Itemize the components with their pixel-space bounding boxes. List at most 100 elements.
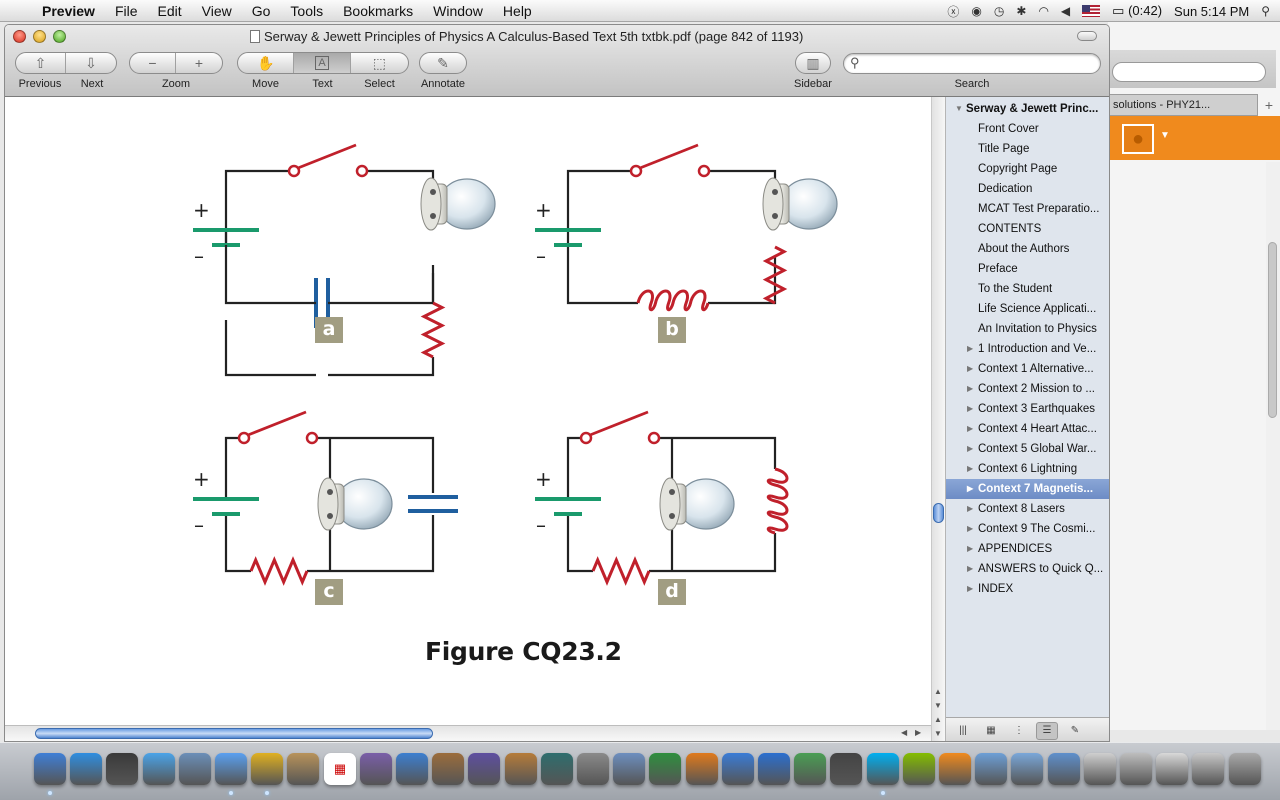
background-search-field[interactable] <box>1112 62 1266 82</box>
menu-bookmarks[interactable]: Bookmarks <box>343 2 414 19</box>
scroll-down-arrow-icon-2[interactable]: ▼ <box>934 729 942 738</box>
outline-item[interactable]: ▶INDEX <box>946 579 1109 599</box>
sidebar-toggle-button[interactable]: ▥ <box>796 53 830 73</box>
text-tool-button[interactable]: A <box>294 53 351 73</box>
bluetooth-icon[interactable]: ✱ <box>1016 4 1027 18</box>
thumbnails-view-icon[interactable]: ||| <box>959 725 967 736</box>
highlight-view-icon[interactable]: ✎ <box>1070 725 1080 736</box>
contact-sheet-view-icon[interactable]: ▦ <box>986 725 996 736</box>
safari-icon[interactable] <box>143 753 175 785</box>
outline-item[interactable]: An Invitation to Physics <box>946 319 1109 339</box>
outline-item[interactable]: ▶Context 5 Global War... <box>946 439 1109 459</box>
time-machine-icon[interactable] <box>541 753 573 785</box>
outline-item[interactable]: About the Authors <box>946 239 1109 259</box>
expand-icon[interactable]: ⋮ <box>1014 725 1024 736</box>
bluetooth-file-icon[interactable]: ◉ <box>971 4 982 18</box>
system-preferences-icon[interactable] <box>577 753 609 785</box>
battery-status[interactable]: ▭ (0:42) <box>1112 3 1162 19</box>
menu-view[interactable]: View <box>201 2 232 19</box>
garageband-icon[interactable] <box>505 753 537 785</box>
messenger-icon[interactable] <box>794 753 826 785</box>
documents-folder-icon[interactable] <box>1011 753 1043 785</box>
minimize-window-button[interactable] <box>33 30 46 43</box>
outline-item[interactable]: ▶Context 4 Heart Attac... <box>946 419 1109 439</box>
applications-folder-icon[interactable] <box>975 753 1007 785</box>
document-vertical-scrollbar[interactable]: ▲ ▼ ▲ ▼ <box>931 97 945 741</box>
next-button[interactable]: ⇩ <box>66 53 116 73</box>
disclosure-closed-icon[interactable]: ▶ <box>967 424 974 433</box>
close-circle-status-icon[interactable]: ⓧ <box>947 4 960 19</box>
move-tool-button[interactable]: ✋ <box>238 53 295 73</box>
menu-clock[interactable]: Sun 5:14 PM <box>1174 3 1250 19</box>
new-tab-button[interactable]: + <box>1264 97 1274 113</box>
disclosure-closed-icon[interactable]: ▶ <box>967 444 974 453</box>
itunes-icon[interactable] <box>396 753 428 785</box>
menu-app-name[interactable]: Preview <box>42 2 95 19</box>
spotify-icon[interactable] <box>903 753 935 785</box>
disclosure-closed-icon[interactable]: ▶ <box>967 364 974 373</box>
iphoto-icon[interactable] <box>432 753 464 785</box>
word-icon[interactable] <box>758 753 790 785</box>
wifi-icon[interactable]: ◠ <box>1038 4 1049 18</box>
menu-tools[interactable]: Tools <box>290 2 324 19</box>
input-source-flag-icon[interactable] <box>1082 5 1101 17</box>
outline-item[interactable]: ▶Context 7 Magnetis... <box>946 479 1109 499</box>
time-machine-status-icon[interactable]: ◷ <box>993 4 1005 18</box>
disclosure-closed-icon[interactable]: ▶ <box>967 544 974 553</box>
preview-icon[interactable] <box>179 753 211 785</box>
photo-booth-icon[interactable] <box>830 753 862 785</box>
disclosure-closed-icon[interactable]: ▶ <box>967 484 974 493</box>
outline-item[interactable]: ▶ANSWERS to Quick Q... <box>946 559 1109 579</box>
vertical-scroll-thumb[interactable] <box>933 503 944 523</box>
outline-item[interactable]: ▼Serway & Jewett Princ... <box>946 99 1109 119</box>
tex-icon[interactable] <box>613 753 645 785</box>
messages-icon[interactable] <box>215 753 247 785</box>
skype-icon[interactable] <box>867 753 899 785</box>
disclosure-closed-icon[interactable]: ▶ <box>967 524 974 533</box>
scroll-right-arrow-icon[interactable]: ▶ <box>915 728 922 737</box>
trash-icon[interactable] <box>1229 753 1261 785</box>
outline-item[interactable]: Life Science Applicati... <box>946 299 1109 319</box>
zoom-out-button[interactable]: − <box>130 53 177 73</box>
stack-icon[interactable] <box>1084 753 1116 785</box>
disclosure-closed-icon[interactable]: ▶ <box>967 584 974 593</box>
menu-window[interactable]: Window <box>433 2 483 19</box>
zoom-window-button[interactable] <box>53 30 66 43</box>
background-scrollbar[interactable] <box>1266 162 1280 730</box>
profile-avatar-icon[interactable]: ● <box>1122 124 1154 154</box>
outline-item[interactable]: ▶APPENDICES <box>946 539 1109 559</box>
search-input[interactable] <box>843 53 1101 74</box>
disclosure-closed-icon[interactable]: ▶ <box>967 384 974 393</box>
imovie-icon[interactable] <box>468 753 500 785</box>
background-tab[interactable]: solutions - PHY21... <box>1108 94 1258 116</box>
volume-icon[interactable]: ◀ <box>1060 4 1071 18</box>
outline-item[interactable]: MCAT Test Preparatio... <box>946 199 1109 219</box>
outline-view-icon[interactable]: ☰ <box>1036 721 1058 740</box>
calendar-icon[interactable]: ▦ <box>324 753 356 785</box>
outline-item[interactable]: ▶Context 6 Lightning <box>946 459 1109 479</box>
menu-edit[interactable]: Edit <box>157 2 182 19</box>
vlc-icon[interactable] <box>939 753 971 785</box>
horizontal-scroll-thumb[interactable] <box>35 728 433 739</box>
scroll-left-arrow-icon[interactable]: ◀ <box>901 728 908 737</box>
disclosure-closed-icon[interactable]: ▶ <box>967 564 974 573</box>
document-horizontal-scrollbar[interactable]: ◀ ▶ <box>5 725 931 741</box>
close-window-button[interactable] <box>13 30 26 43</box>
outline-item[interactable]: ▶Context 3 Earthquakes <box>946 399 1109 419</box>
chrome-icon[interactable] <box>251 753 283 785</box>
background-scroll-thumb[interactable] <box>1268 242 1277 418</box>
pdf-page[interactable]: +–+–+–+– a b c d Figure CQ23.2 <box>5 97 931 725</box>
doc-stack-icon[interactable] <box>1156 753 1188 785</box>
downloads-folder-icon[interactable] <box>1048 753 1080 785</box>
disclosure-closed-icon[interactable]: ▶ <box>967 464 974 473</box>
annotate-button[interactable]: ✎ <box>420 53 466 73</box>
menu-file[interactable]: File <box>114 2 138 19</box>
scroll-up-arrow-icon-2[interactable]: ▲ <box>934 715 942 724</box>
outline-item[interactable]: Copyright Page <box>946 159 1109 179</box>
dashboard-icon[interactable] <box>106 753 138 785</box>
zoom-in-button[interactable]: + <box>176 53 222 73</box>
disclosure-closed-icon[interactable]: ▶ <box>967 404 974 413</box>
outline-item[interactable]: Front Cover <box>946 119 1109 139</box>
finder-icon[interactable] <box>34 753 66 785</box>
outline-item[interactable]: Dedication <box>946 179 1109 199</box>
